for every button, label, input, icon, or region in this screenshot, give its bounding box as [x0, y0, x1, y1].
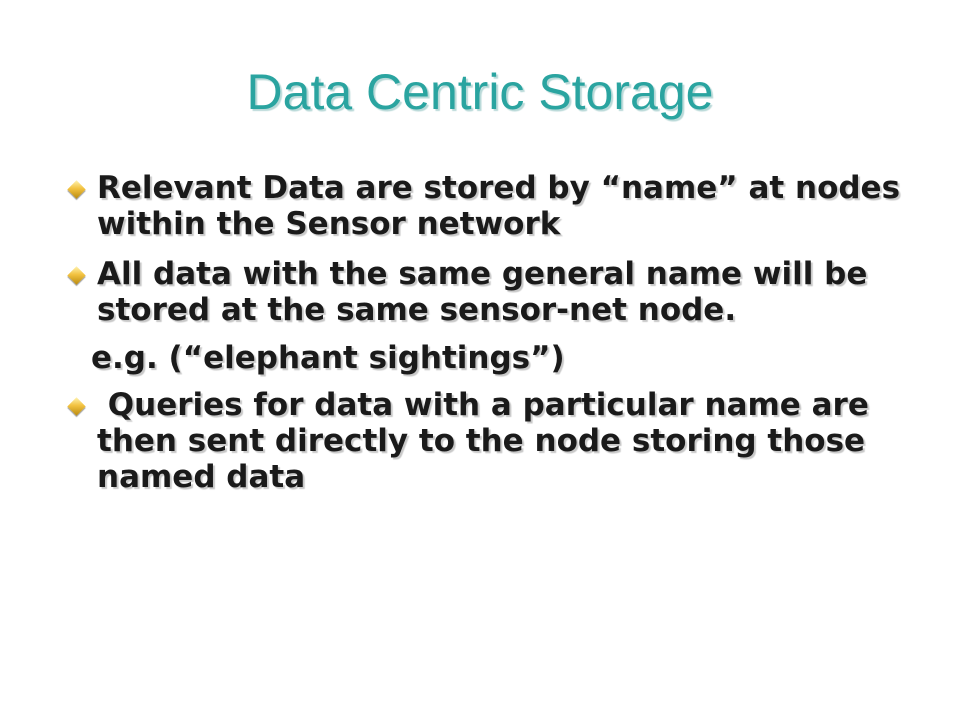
- bullet-text-1: Relevant Data are stored by “name” at no…: [97, 170, 901, 242]
- bullet-item-3: Queries for data with a particular name …: [67, 387, 930, 495]
- diamond-bullet-icon: [67, 180, 86, 199]
- slide-title: Data Centric Storage: [246, 64, 714, 120]
- example-line: e.g. (“elephant sightings”): [91, 340, 565, 376]
- diamond-bullet-icon: [67, 266, 86, 285]
- slide-content: Relevant Data are stored by “name” at no…: [67, 170, 930, 495]
- bullet-text-2: All data with the same general name will…: [97, 256, 868, 328]
- bullet-text-3: Queries for data with a particular name …: [97, 387, 880, 495]
- diamond-bullet-icon: [67, 397, 86, 416]
- bullet-item-1: Relevant Data are stored by “name” at no…: [67, 170, 930, 242]
- bullet-item-2: All data with the same general name will…: [67, 256, 930, 328]
